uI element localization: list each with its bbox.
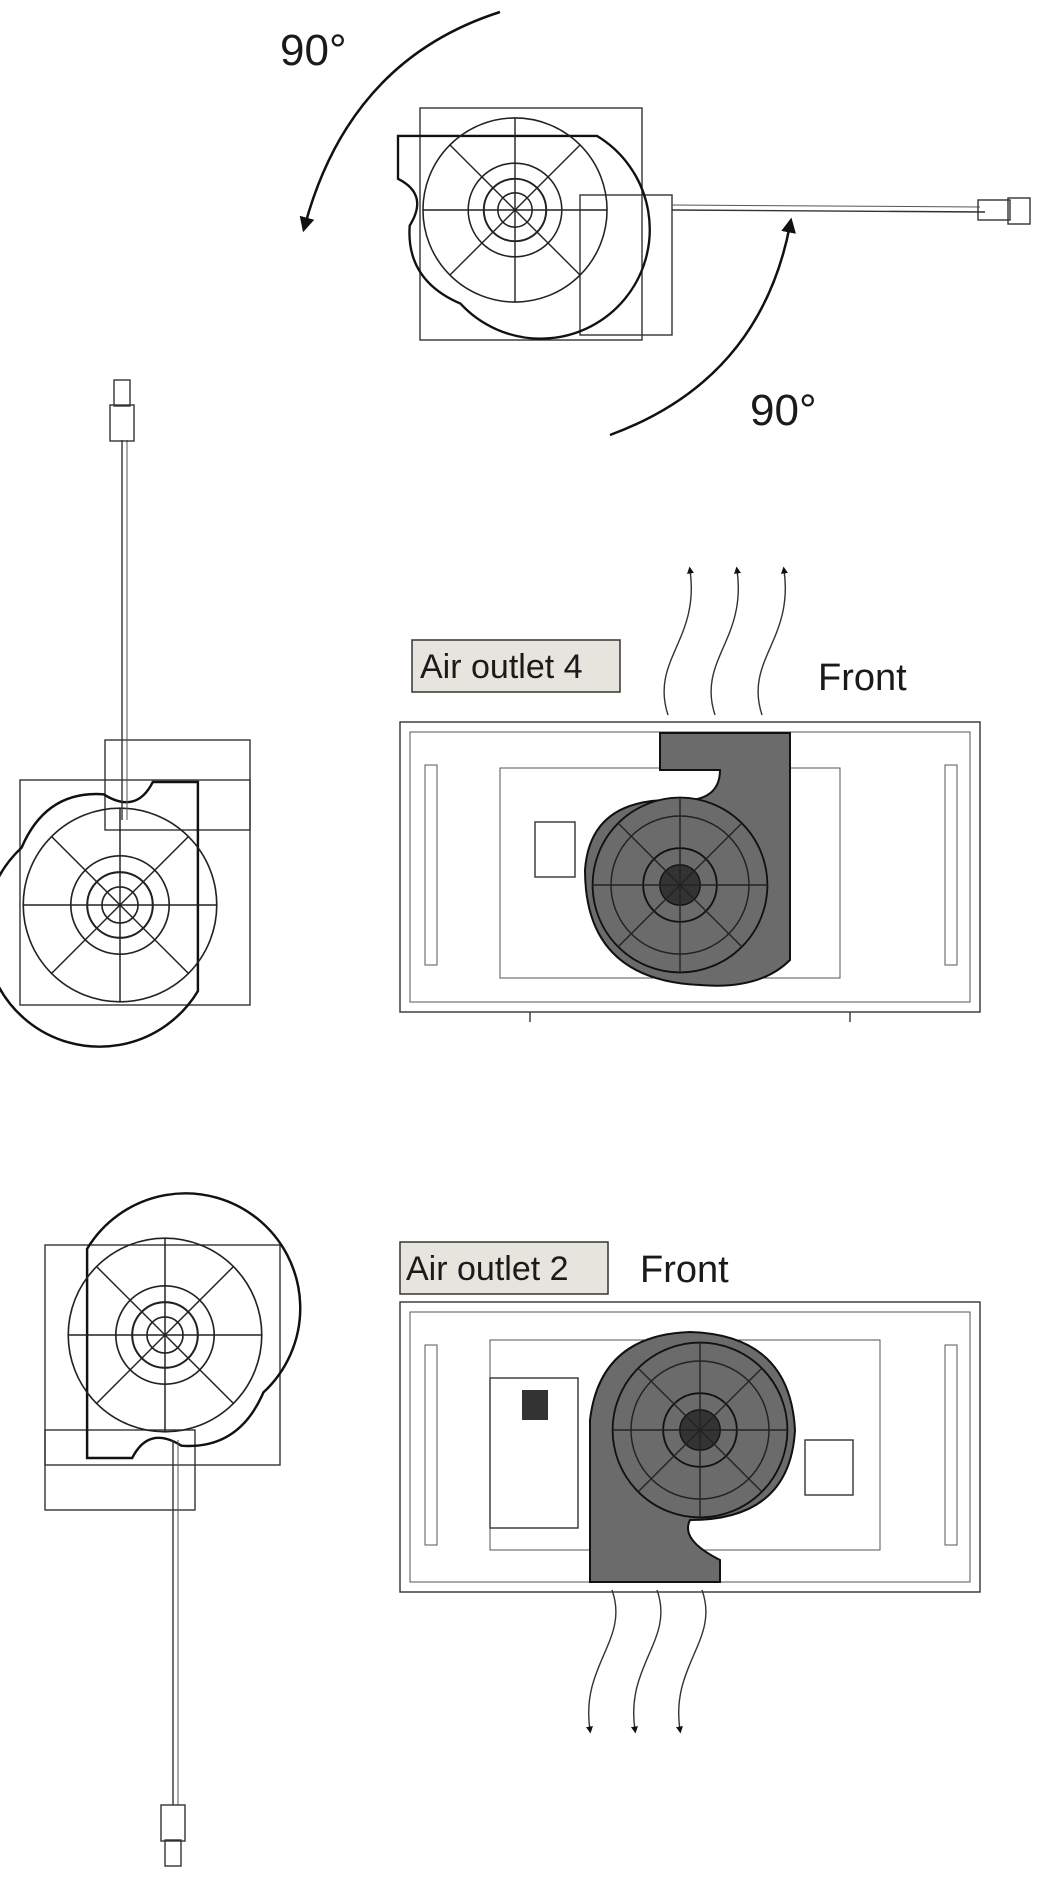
outlet-tag-2-text: Air outlet 2	[406, 1250, 569, 1288]
top-rotation-group: 90° 90°	[280, 10, 1031, 437]
outlet-tag-2	[399, 1241, 609, 1295]
blower-unit-cable-up	[0, 379, 251, 1048]
panel-air-outlet-2: Air outlet 2 Front	[399, 1241, 981, 1734]
outlet-tag-4-text: Air outlet 4	[420, 648, 583, 686]
outlet-tag-4	[411, 639, 621, 693]
rotation-arrow-right	[609, 217, 796, 437]
control-box-2	[489, 1377, 579, 1529]
housing-2	[399, 1301, 981, 1593]
rotation-arrow-top	[299, 10, 501, 233]
connector-top	[977, 199, 1011, 221]
blower-unit-cable-down	[44, 1192, 302, 1867]
front-label-4: Front	[818, 657, 907, 699]
connector-up	[109, 404, 135, 442]
housing-4	[399, 721, 981, 1013]
connector-down	[160, 1804, 186, 1842]
angle-label-top: 90°	[280, 26, 347, 75]
blower-unit-top	[396, 107, 1031, 341]
airflow-arrows-4	[663, 566, 788, 716]
airflow-arrows-2	[586, 1589, 707, 1734]
panel-air-outlet-4: Air outlet 4 Front	[399, 566, 981, 1022]
angle-label-right: 90°	[750, 386, 817, 435]
front-label-2: Front	[640, 1249, 729, 1291]
